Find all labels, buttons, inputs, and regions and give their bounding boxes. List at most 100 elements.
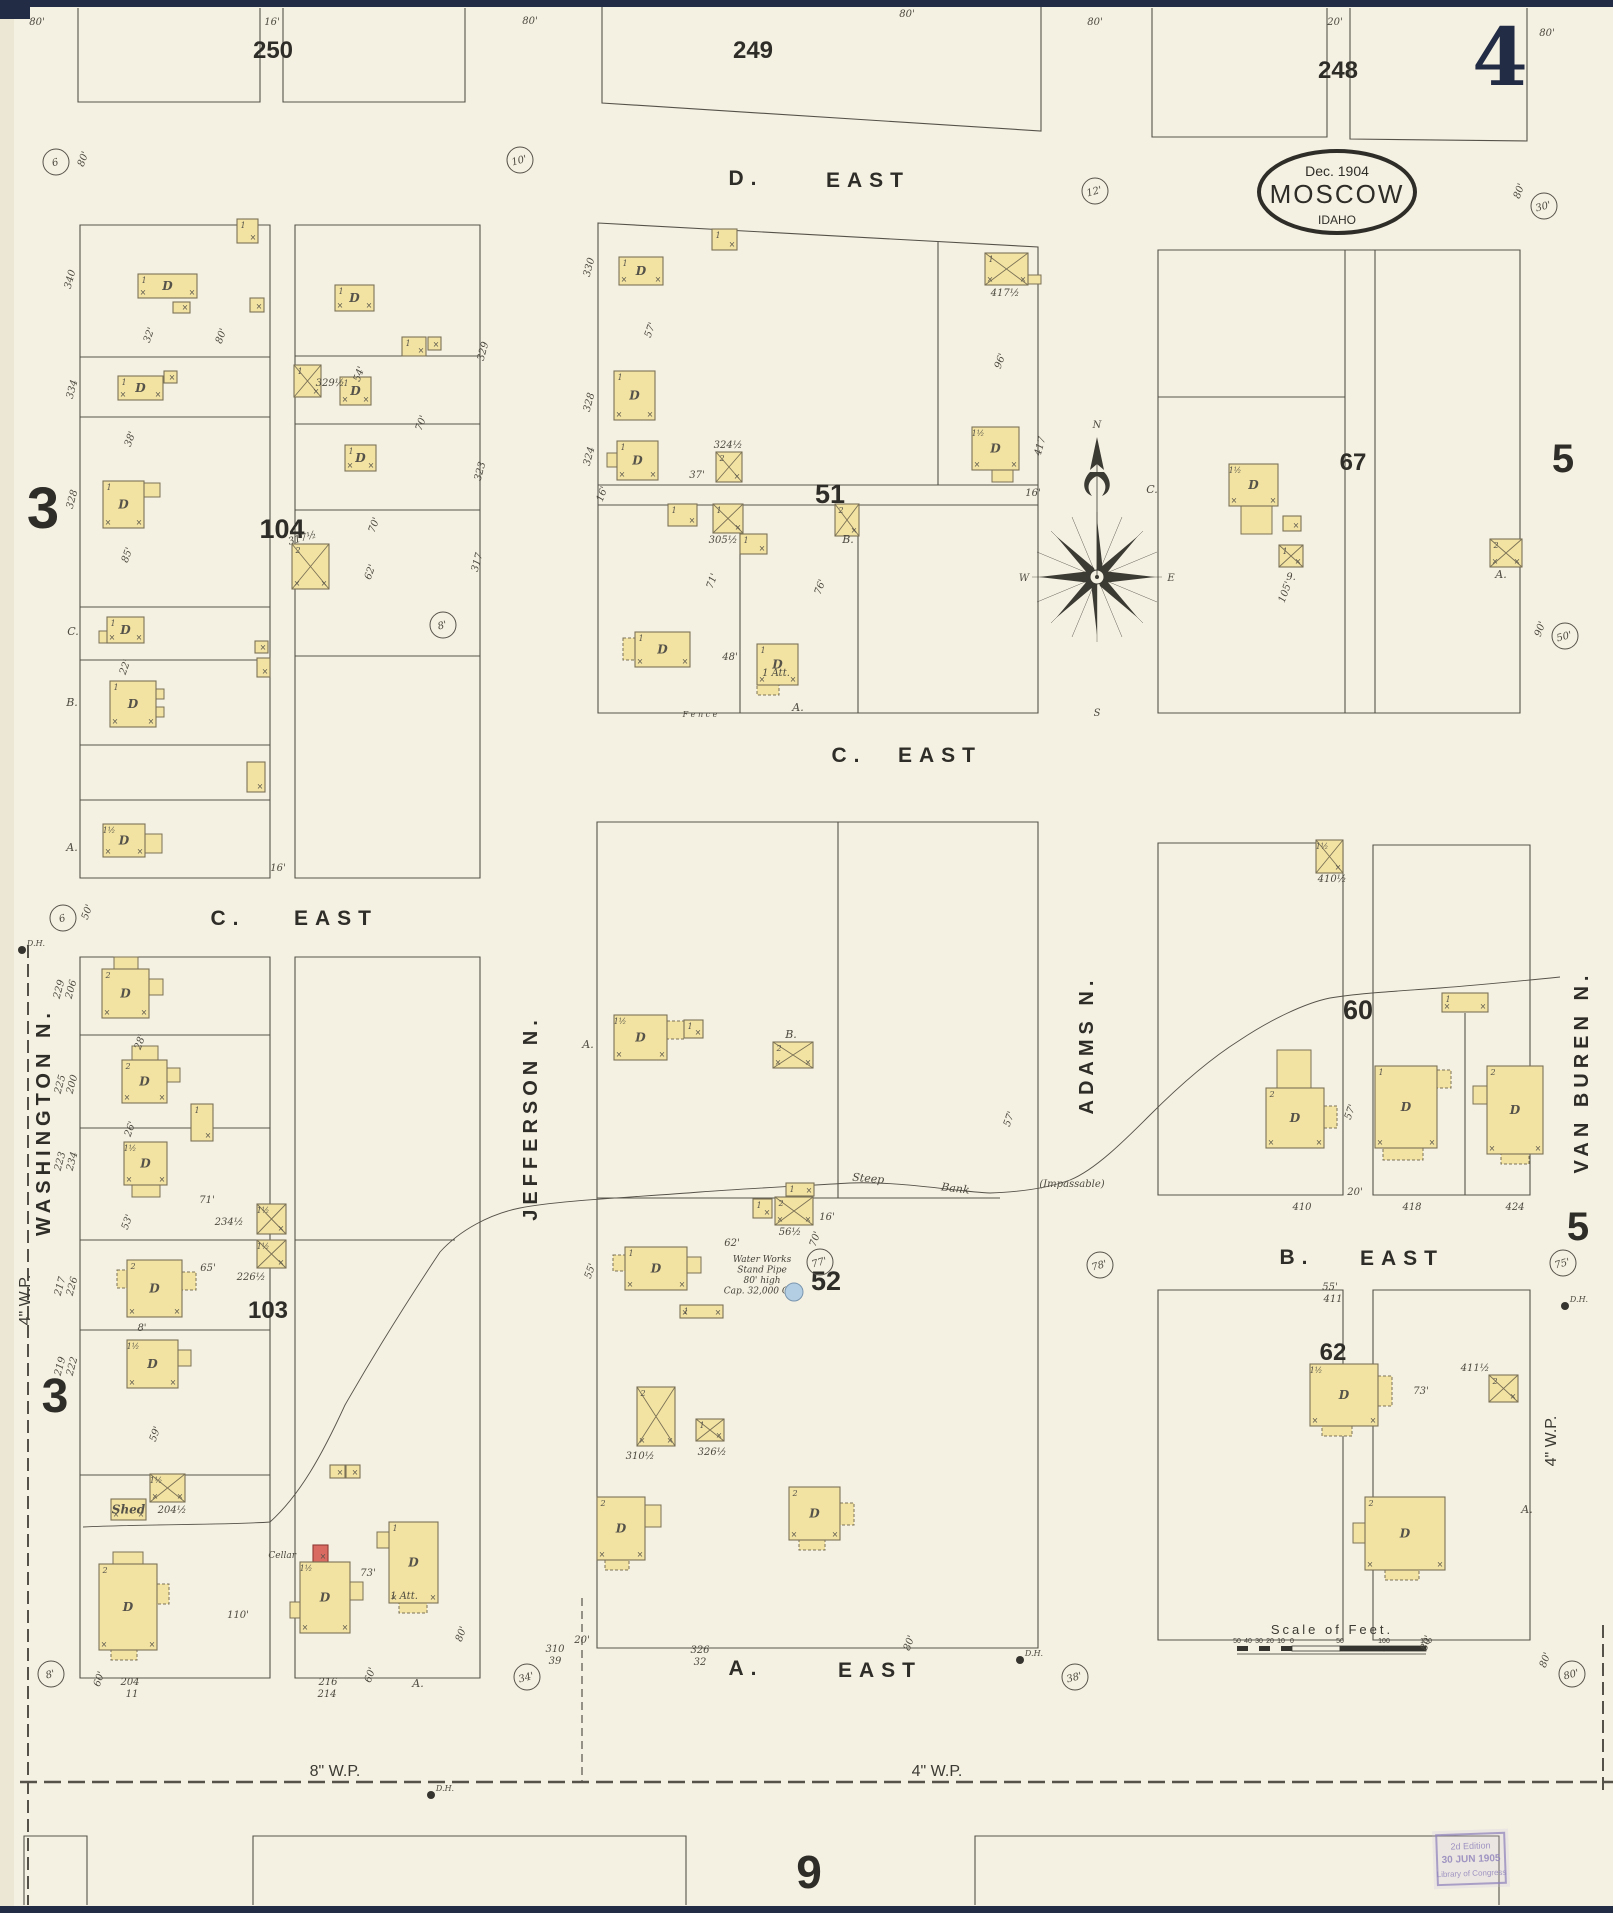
dimension-label: 411 xyxy=(1322,1294,1342,1305)
dimension-label: 85' xyxy=(120,546,136,564)
story-height-label: 2 xyxy=(101,1566,107,1575)
hydrant-marker: D.H. xyxy=(1016,1649,1043,1664)
dwelling-building: 2D×× xyxy=(596,1496,662,1571)
dimension-label: 417 xyxy=(1033,435,1049,458)
creek-line xyxy=(82,976,1561,1528)
dimension-label: 73' xyxy=(1413,1386,1428,1397)
dwelling-label: D xyxy=(118,834,130,848)
window-x-mark: × xyxy=(112,717,119,726)
compass-letter: E xyxy=(1166,573,1175,584)
building-footprint xyxy=(163,370,178,384)
building-footprint xyxy=(679,1304,724,1319)
barn-x-mark xyxy=(772,1041,814,1069)
story-height-label: 1 xyxy=(756,1201,761,1210)
building-footprint xyxy=(1486,1065,1544,1155)
building-footprint xyxy=(613,370,656,421)
dimension-label: 324 xyxy=(582,446,598,467)
window-x-mark: × xyxy=(805,1058,812,1067)
window-x-mark: × xyxy=(320,1552,327,1561)
story-height-label: 1 xyxy=(620,443,625,452)
window-x-mark: × xyxy=(734,472,741,481)
measurement-value: 75' xyxy=(1553,1257,1571,1272)
circled-measurement: 78' xyxy=(1086,1251,1114,1279)
block-number: 3 xyxy=(27,476,59,541)
story-height-label: 2 xyxy=(599,1499,605,1508)
story-height-label: 1 xyxy=(715,231,720,240)
barn-x-mark xyxy=(695,1418,725,1442)
story-height-label: 1 xyxy=(699,1421,704,1430)
scale-tick: 0 xyxy=(1290,1638,1294,1645)
stamp-edition: 2d Edition xyxy=(1450,1840,1490,1851)
building-footprint xyxy=(236,218,259,244)
measurement-value: 38' xyxy=(1065,1671,1083,1686)
dimension-label: 204 xyxy=(119,1677,139,1688)
window-x-mark: × xyxy=(129,1307,136,1316)
dwelling-label: D xyxy=(808,1507,820,1521)
dwelling-building: Shed×× xyxy=(110,1498,147,1521)
dimension-label: 76' xyxy=(813,578,829,596)
building-footprint xyxy=(752,1198,773,1219)
dimension-label: 90' xyxy=(1533,620,1549,638)
window-x-mark: × xyxy=(716,1431,723,1440)
dwelling-building: 1½D×× xyxy=(1228,463,1279,535)
dimension-label: 80' xyxy=(1539,28,1554,39)
water-works-text: Water Works xyxy=(733,1255,792,1265)
building-footprint xyxy=(401,336,427,357)
building-footprint xyxy=(1364,1496,1446,1571)
window-x-mark: × xyxy=(205,1131,212,1140)
dimension-label: 310 xyxy=(545,1644,565,1655)
dwelling-building: 1D×× xyxy=(622,631,691,668)
lot-letter: A. xyxy=(1494,568,1506,581)
scale-tick: 40 xyxy=(1244,1638,1252,1645)
window-x-mark: × xyxy=(174,1307,181,1316)
barn-building: 2×× xyxy=(772,1041,814,1069)
lot-letter: A. xyxy=(65,841,77,854)
dimension-label: 317 xyxy=(470,551,486,573)
dimension-label: 216 xyxy=(317,1677,338,1688)
window-x-mark: × xyxy=(1335,863,1342,872)
window-x-mark: × xyxy=(1020,275,1027,284)
window-x-mark: × xyxy=(105,518,112,527)
window-x-mark: × xyxy=(805,1215,812,1224)
dimension-label: 80' xyxy=(522,16,537,27)
dimension-label: 328 xyxy=(65,489,81,510)
dimension-label: 200 xyxy=(65,1073,81,1096)
dwelling-label: D xyxy=(161,279,173,293)
dwelling-label: D xyxy=(349,384,361,398)
dimension-label: 57' xyxy=(1002,1110,1018,1128)
water-works-text: Cap. 32,000 Gal. xyxy=(724,1287,801,1297)
dwelling-building: 1½D×× xyxy=(613,1014,685,1061)
window-x-mark: × xyxy=(302,1623,309,1632)
building-part xyxy=(612,1254,626,1272)
story-height-label: 1 xyxy=(240,221,245,230)
dimension-label: 326½ xyxy=(698,1447,727,1458)
dwelling-building: 1× xyxy=(739,533,768,555)
dwelling-building: 1× xyxy=(683,1019,704,1039)
barn-x-mark xyxy=(712,503,744,534)
dimension-label: 329½ xyxy=(316,378,345,389)
story-height-label: 1 xyxy=(743,536,748,545)
window-x-mark: × xyxy=(321,579,328,588)
story-height-label: 1 xyxy=(789,1185,794,1194)
dwelling-building: 1×× xyxy=(679,1304,724,1319)
story-height-label: 1 xyxy=(141,276,146,285)
story-height-label: 2 xyxy=(104,971,110,980)
hydrant-dot xyxy=(427,1791,435,1799)
story-height-label: 1½ xyxy=(300,1564,313,1573)
dimension-label: 28' xyxy=(132,1033,148,1052)
dwelling-label: D xyxy=(634,1031,646,1045)
street-label: A. xyxy=(729,1657,764,1680)
building-footprint xyxy=(427,336,442,351)
building-part xyxy=(666,1020,685,1040)
story-height-label: 2 xyxy=(777,1199,783,1208)
building-footprint xyxy=(1309,1363,1379,1427)
circled-measurement: 8' xyxy=(429,611,457,639)
dwelling-building: 1× xyxy=(752,1198,773,1219)
dimension-label: 229 xyxy=(52,978,68,1001)
measurement-value: 50' xyxy=(1555,630,1573,645)
measurement-value: 80' xyxy=(1562,1668,1580,1683)
dimension-label: 26' xyxy=(122,1120,138,1139)
window-x-mark: × xyxy=(433,340,440,349)
window-x-mark: × xyxy=(363,395,370,404)
water-pipe-label: 8" W.P. xyxy=(310,1763,361,1780)
